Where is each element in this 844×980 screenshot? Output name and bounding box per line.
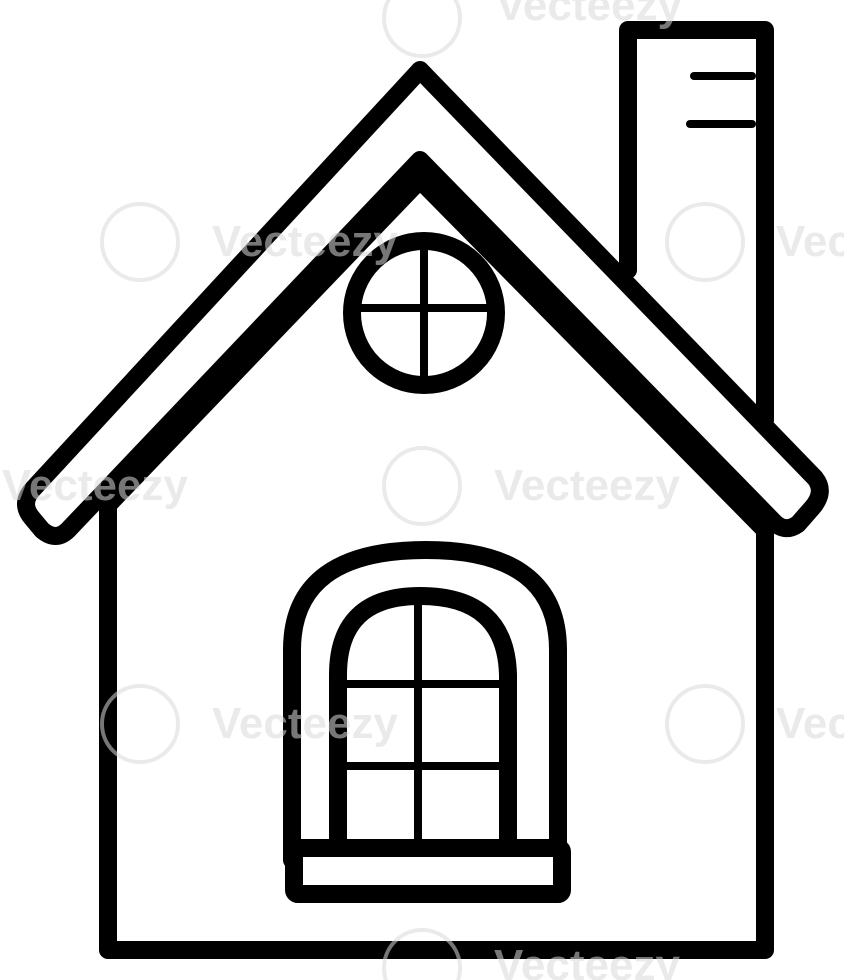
watermark-text-3: Vecteezy [776,217,844,266]
attic-window [343,232,505,394]
watermark-text-5: Vecteezy [2,461,188,510]
watermark-text-6: Vecteezy [212,699,398,748]
chimney [619,21,774,429]
arched-window [283,541,571,903]
watermark-text-2: Vecteezy [212,217,398,266]
watermark-logo-6 [665,684,745,764]
watermark-logo-2 [100,202,180,282]
roof [17,61,829,545]
watermark-text-4: Vecteezy [494,461,680,510]
watermark-logo-1 [382,0,462,58]
watermark-logo-5 [100,684,180,764]
watermark-text-7: Vecteezy [776,699,844,748]
window-sill [285,839,571,903]
watermark-text-8: Vecteezy [494,941,680,980]
watermark-logo-3 [665,202,745,282]
watermark-logo-4 [382,446,462,526]
roof-outline [17,61,829,545]
arched-window-inner-frame [329,587,517,859]
watermark-logo-7 [382,928,462,980]
watermark-text-1: Vecteezy [496,0,682,30]
